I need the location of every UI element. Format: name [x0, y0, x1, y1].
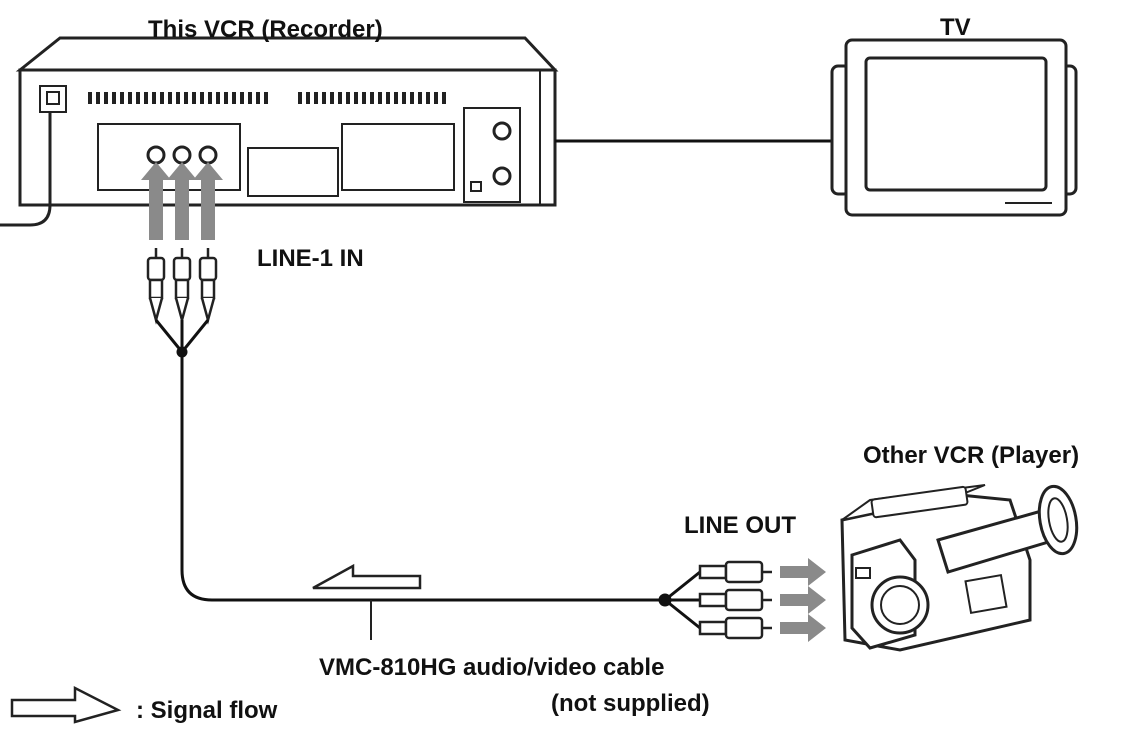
tv-label: TV: [940, 14, 971, 41]
vcr-recorder-label: This VCR (Recorder): [148, 16, 383, 43]
rca-plugs-input-icon: [146, 248, 218, 325]
vcr-recorder-icon: [0, 36, 559, 227]
output-signal-arrows: [780, 558, 826, 642]
camcorder-icon: [840, 484, 1079, 652]
cable-name-label: VMC-810HG audio/video cable: [319, 654, 665, 681]
av-cable: [180, 352, 665, 602]
line-out-label: LINE OUT: [684, 512, 796, 539]
input-signal-arrows: [141, 162, 223, 240]
legend-label: : Signal flow: [136, 697, 278, 724]
legend-arrow-icon: [10, 685, 122, 724]
signal-flow-arrow-icon: [312, 563, 422, 590]
cable-merge-top: [154, 319, 210, 358]
other-vcr-label: Other VCR (Player): [863, 442, 1080, 469]
rca-plugs-output-icon: [698, 560, 772, 640]
tv-icon: [830, 38, 1078, 217]
cable-note-label: (not supplied): [551, 690, 710, 717]
cable-merge-bottom: [658, 570, 701, 630]
line1-in-label: LINE-1 IN: [257, 245, 364, 272]
